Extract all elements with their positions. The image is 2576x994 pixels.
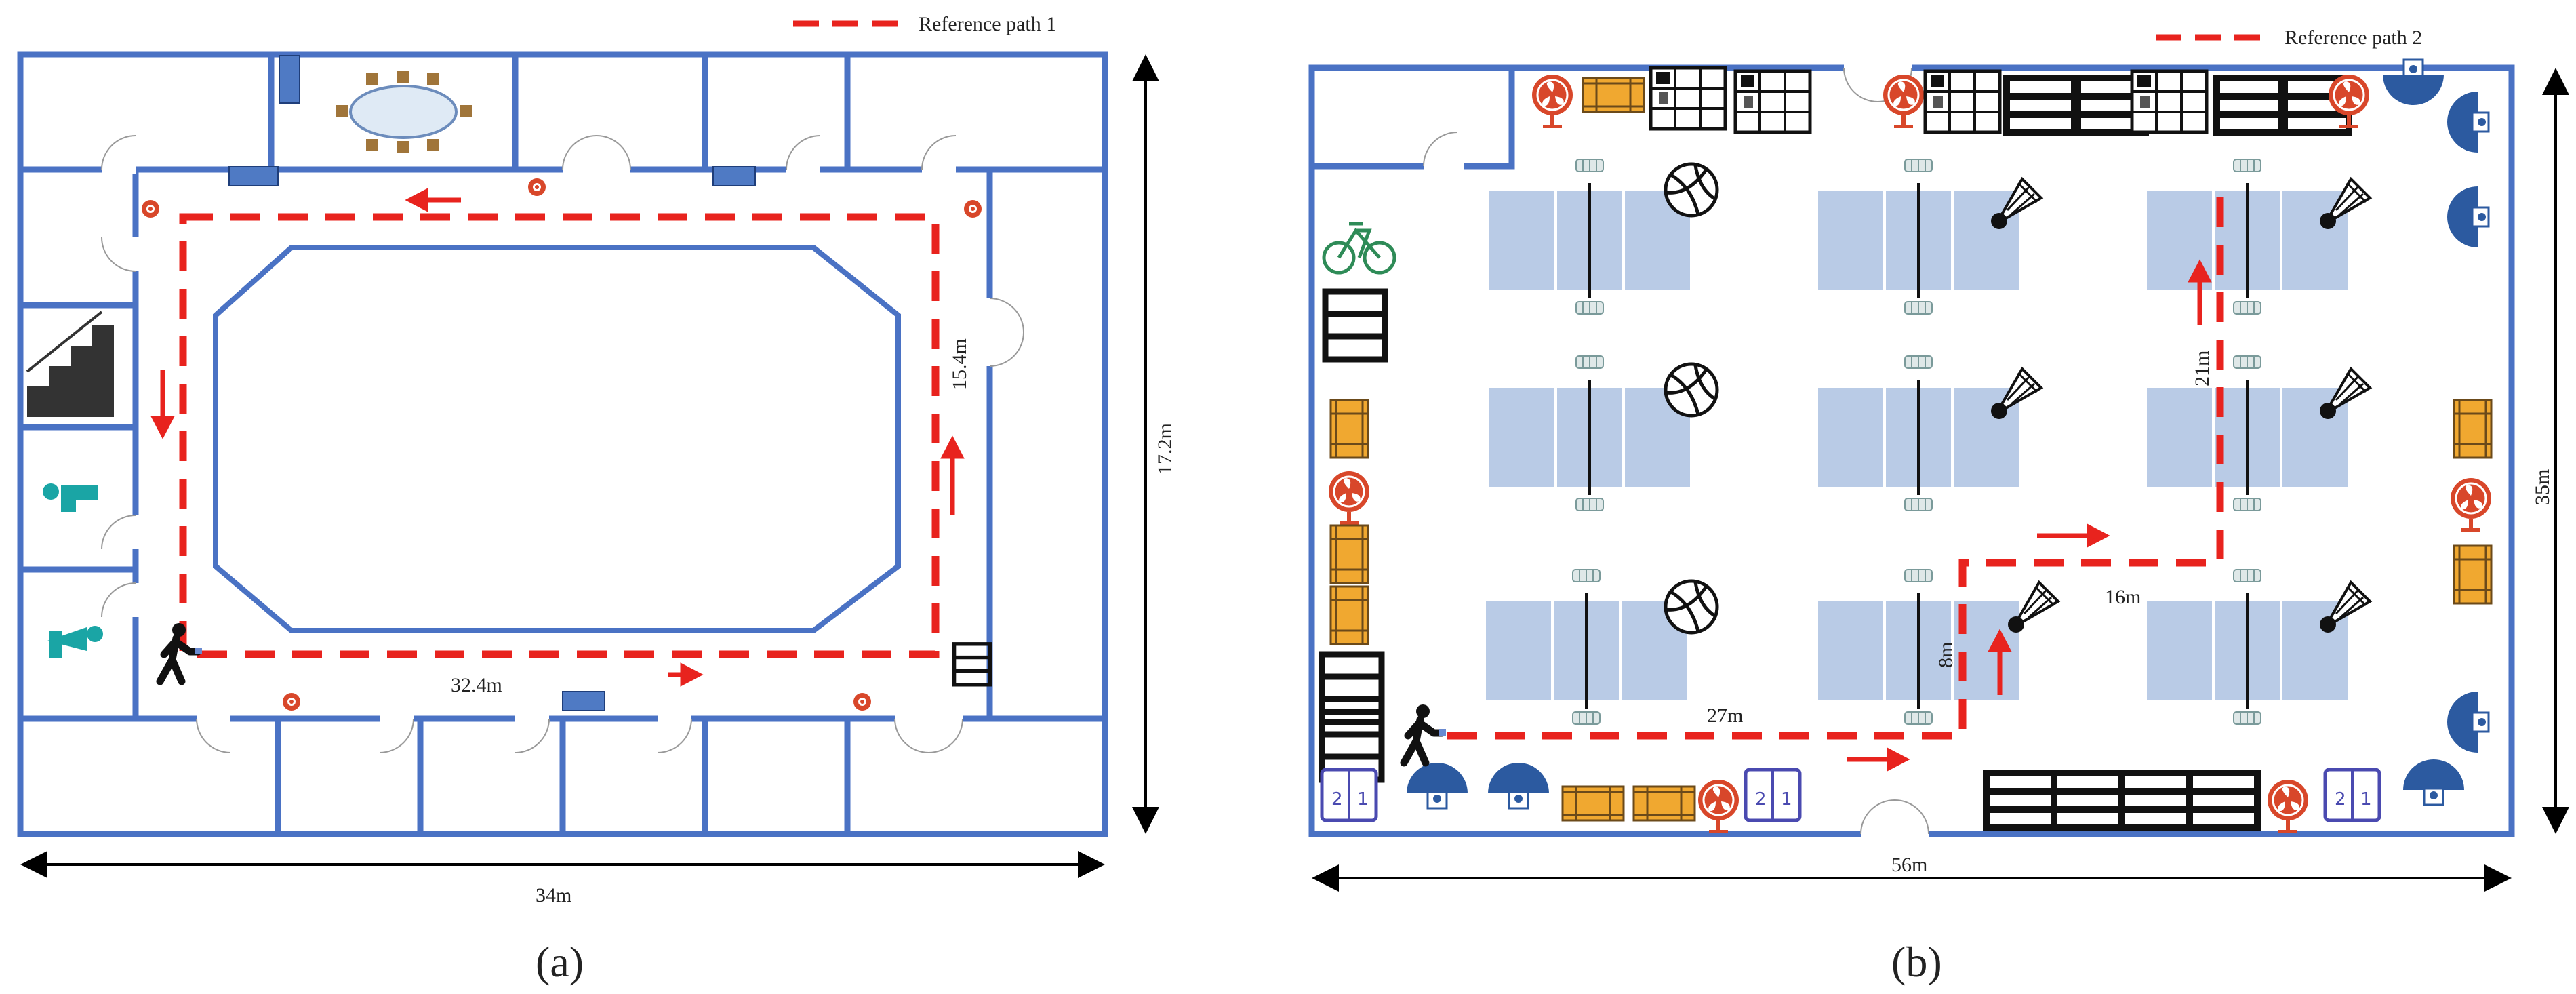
staircase-icon	[26, 311, 114, 417]
panel-a: Reference path 1	[17, 13, 1176, 986]
segment-label-start-b: 27m	[1707, 704, 1743, 727]
legend-label-a: Reference path 1	[919, 13, 1056, 35]
walking-person-icon-b	[1404, 704, 1446, 763]
cabinet-icons-a	[228, 55, 756, 711]
segment-label-up-long-b: 21m	[2191, 351, 2213, 386]
direction-arrows-a	[150, 188, 965, 687]
segment-label-across-b: 16m	[2105, 586, 2141, 608]
left-equipment-b	[1322, 222, 2493, 780]
doors-a	[101, 135, 1024, 753]
shelf-icon-a	[954, 644, 990, 685]
dimension-width-a: 34m	[536, 884, 571, 907]
dimension-lines-b	[1312, 68, 2569, 892]
caption-a: (a)	[536, 938, 584, 986]
female-restroom-icon	[47, 626, 103, 658]
dimension-lines-a	[20, 54, 1159, 878]
reference-path-1	[179, 213, 940, 658]
caption-b: (b)	[1891, 938, 1942, 986]
bottom-equipment-row-b	[1322, 761, 2379, 835]
segment-label-up-short-b: 8m	[1935, 642, 1957, 668]
panel-b: Reference path 2	[1308, 26, 2569, 986]
courts-b	[1483, 159, 2371, 725]
dimension-height-b: 35m	[2531, 469, 2554, 505]
bicycle-icon	[1322, 222, 1396, 275]
direction-arrows-b	[1847, 259, 2212, 772]
male-restroom-icon	[43, 483, 98, 512]
segment-label-bottom-a: 32.4m	[451, 674, 502, 696]
meeting-table-icon	[336, 71, 472, 153]
dimension-height-a: 17.2m	[1154, 423, 1176, 475]
doors-b	[1423, 64, 1929, 838]
reference-path-2	[1447, 183, 2224, 740]
dimension-width-b: 56m	[1891, 854, 1927, 876]
legend-label-b: Reference path 2	[2285, 26, 2422, 49]
segment-label-right-a: 15.4m	[948, 338, 971, 390]
inner-courtyard-a	[213, 245, 901, 633]
top-equipment-row-b	[1531, 68, 2371, 132]
walking-person-icon-a	[160, 623, 202, 681]
